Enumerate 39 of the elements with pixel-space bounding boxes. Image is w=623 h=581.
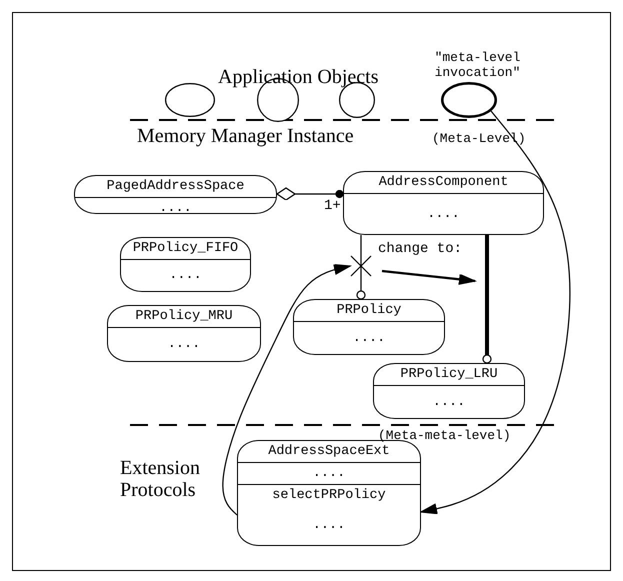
object-ellipse bbox=[441, 82, 497, 118]
connector bbox=[222, 264, 351, 516]
class-member: selectPRPolicy bbox=[271, 487, 387, 505]
heading-text: Application Objects bbox=[218, 66, 379, 88]
class-name: AddressComponent bbox=[344, 172, 543, 194]
class-member: .... bbox=[166, 336, 202, 354]
class-member: .... bbox=[168, 267, 203, 285]
class-box bbox=[237, 440, 421, 546]
connector bbox=[276, 187, 344, 201]
class-name: PagedAddressSpace bbox=[75, 176, 276, 198]
connector bbox=[482, 235, 492, 364]
class-box bbox=[293, 299, 445, 355]
class-member: .... bbox=[238, 463, 420, 485]
class-name: PRPolicy_LRU bbox=[374, 364, 524, 386]
class-member: .... bbox=[432, 394, 466, 412]
class-member: .... bbox=[158, 200, 193, 218]
class-box bbox=[120, 237, 251, 292]
class-name: PRPolicy_MRU bbox=[108, 306, 260, 328]
connector bbox=[420, 110, 570, 514]
class-member: .... bbox=[352, 330, 386, 348]
object-ellipse bbox=[165, 83, 215, 117]
level-label: (Meta-meta-level) bbox=[378, 428, 511, 443]
class-box bbox=[373, 363, 525, 419]
annotation-text: "meta-level invocation" bbox=[434, 50, 522, 80]
edge-label: 1+ bbox=[324, 199, 341, 214]
class-name: AddressSpaceExt bbox=[238, 441, 420, 463]
heading-text: Extension Protocols bbox=[120, 457, 201, 501]
class-box bbox=[343, 171, 544, 235]
cross-mark bbox=[351, 256, 371, 276]
class-member: .... bbox=[312, 517, 346, 535]
class-box bbox=[107, 305, 261, 362]
arrow-label: change to: bbox=[378, 242, 462, 257]
connector bbox=[356, 266, 366, 300]
heading-text: Memory Manager Instance bbox=[137, 125, 354, 147]
class-member: .... bbox=[426, 206, 461, 224]
class-name: PRPolicy bbox=[294, 300, 444, 322]
class-name: PRPolicy_FIFO bbox=[121, 238, 250, 260]
class-box bbox=[74, 175, 277, 214]
connector bbox=[360, 235, 362, 266]
